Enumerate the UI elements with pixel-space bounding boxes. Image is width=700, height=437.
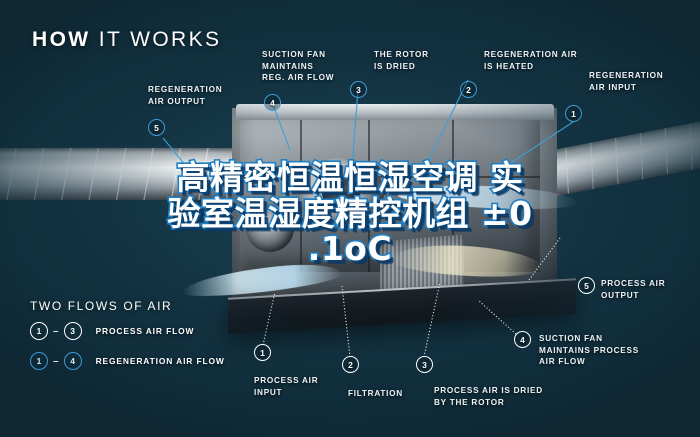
callout-badge-regeneration-air-output[interactable]: 5	[148, 119, 165, 136]
callout-badge-the-rotor-is-dried[interactable]: 3	[350, 81, 367, 98]
legend-badge-to: 4	[63, 352, 82, 370]
callout-badge-process-air-dried-by-rotor[interactable]: 3	[416, 356, 433, 373]
legend-badge-from: 1	[30, 322, 48, 340]
page-title-light: IT WORKS	[98, 28, 222, 51]
callout-label-process-air-input: PROCESS AIR INPUT	[254, 376, 319, 397]
legend-badge-from: 1	[30, 352, 48, 370]
callout-badge-regeneration-air-is-heated[interactable]: 2	[460, 81, 477, 98]
legend-dash: –	[53, 355, 59, 367]
callout-label-filtration: FILTRATION	[348, 389, 403, 398]
callout-label-regeneration-air-output: REGENERATION AIR OUTPUT	[148, 85, 223, 106]
callout-badge-suction-fan-process-air-flow[interactable]: 4	[514, 331, 531, 348]
callout-badge-suction-fan-reg-air-flow[interactable]: 4	[264, 94, 281, 111]
callout-badge-process-air-input[interactable]: 1	[254, 344, 271, 361]
callout-label-regeneration-air-input: REGENERATION AIR INPUT	[589, 71, 664, 92]
legend-row-regeneration-air-flow[interactable]: 1 – 4 REGENERATION AIR FLOW	[30, 352, 225, 370]
callout-badge-filtration[interactable]: 2	[342, 356, 359, 373]
callout-badge-process-air-output[interactable]: 5	[578, 277, 595, 294]
callout-label-suction-fan-reg-air-flow: SUCTION FAN MAINTAINS REG. AIR FLOW	[262, 50, 335, 83]
page-title-bold: HOW	[32, 28, 91, 51]
callout-label-the-rotor-is-dried: THE ROTOR IS DRIED	[374, 50, 429, 71]
callout-badge-regeneration-air-input[interactable]: 1	[565, 105, 582, 122]
callout-label-process-air-dried-by-rotor: PROCESS AIR IS DRIED BY THE ROTOR	[434, 386, 543, 407]
legend-title: TWO FLOWS OF AIR	[30, 299, 173, 313]
legend-badge-to: 3	[63, 322, 82, 340]
callout-label-process-air-output: PROCESS AIR OUTPUT	[601, 279, 666, 300]
callout-label-suction-fan-process-air-flow: SUCTION FAN MAINTAINS PROCESS AIR FLOW	[539, 334, 639, 367]
legend-label-process-air-flow: PROCESS AIR FLOW	[95, 326, 195, 336]
legend-row-process-air-flow[interactable]: 1 – 3 PROCESS AIR FLOW	[30, 322, 194, 340]
legend-dash: –	[53, 325, 59, 337]
callout-label-regeneration-air-is-heated: REGENERATION AIR IS HEATED	[484, 50, 578, 71]
page-title: HOW IT WORKS	[32, 28, 221, 52]
legend-label-regeneration-air-flow: REGENERATION AIR FLOW	[95, 356, 225, 366]
